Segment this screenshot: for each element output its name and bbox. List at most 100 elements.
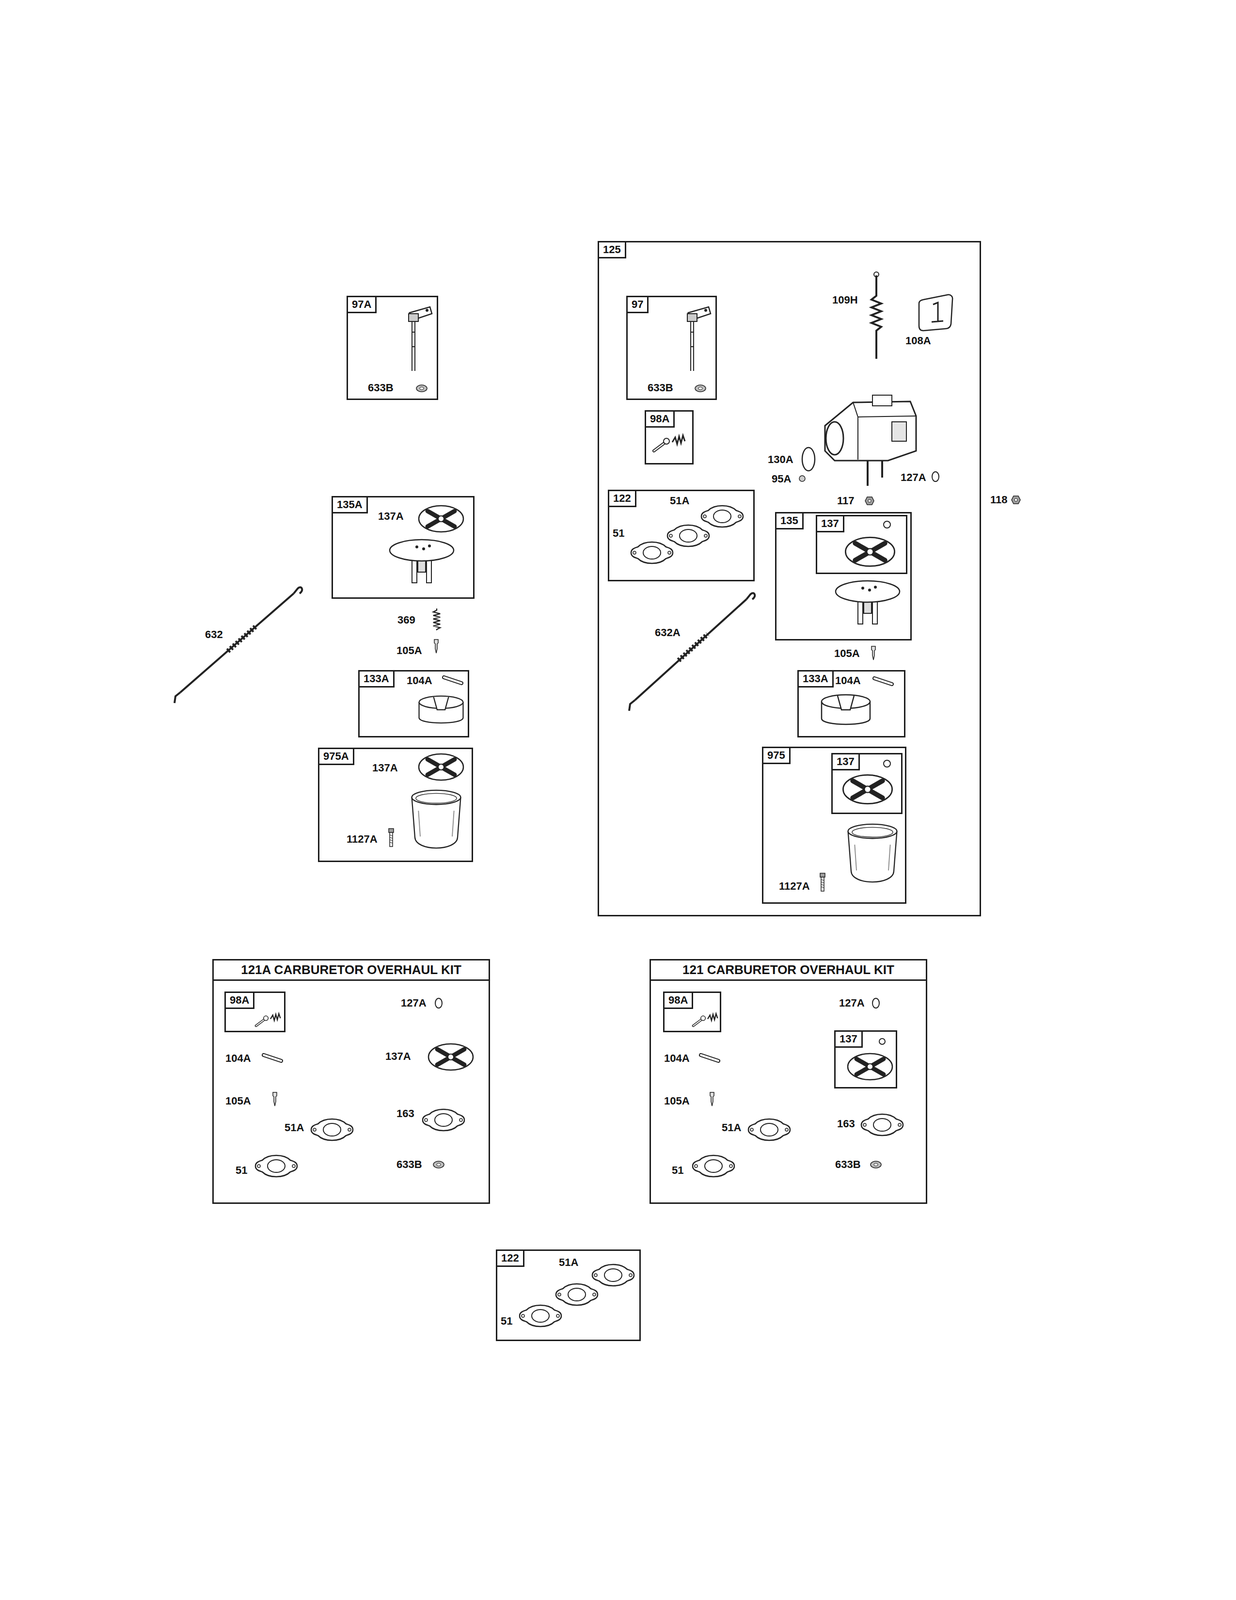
group-number: 97: [627, 297, 649, 314]
carburetor-stem: [867, 460, 883, 486]
part-group-box: 12251A51: [495, 1249, 641, 1341]
callout-number: 632A: [653, 626, 682, 639]
callout-number: 51: [670, 1163, 685, 1176]
part-group-box: 125109H108A130A95A127A117632A105A97633B9…: [597, 240, 982, 917]
o-ring: [435, 998, 443, 1008]
float: [821, 694, 871, 725]
group-number: 133A: [359, 671, 395, 688]
screw: [388, 828, 394, 847]
part-group-box: 97633B: [626, 295, 717, 400]
callout-number: 105A: [663, 1094, 691, 1107]
callout-number: 108A: [904, 334, 933, 347]
screw: [820, 872, 825, 891]
screw-spring: [255, 1013, 281, 1026]
callout-number: 104A: [834, 674, 862, 687]
callout-number: 127A: [399, 996, 428, 1009]
kit-title: 121 CARBURETOR OVERHAUL KIT: [650, 960, 926, 981]
diaphragm: [418, 753, 464, 780]
carburetor-boss: [872, 395, 892, 406]
hinge-pin: [263, 1054, 282, 1061]
throttle-shaft: [408, 306, 432, 371]
gasket-plate: [919, 294, 953, 331]
part-group-box: 135 137: [775, 511, 912, 641]
fuel-pump-plate: [835, 580, 900, 624]
group-number: 137: [835, 1031, 863, 1048]
kit-box: 121 CARBURETOR OVERHAUL KIT 127A 104A 105A 1…: [649, 958, 928, 1204]
diaphragm: [842, 774, 892, 804]
callout-number: 109H: [831, 293, 859, 306]
group-number: 975A: [319, 748, 355, 765]
gasket: [748, 1118, 791, 1141]
needle: [272, 1092, 277, 1106]
washer: [695, 384, 706, 392]
float: [419, 696, 464, 723]
part-group-box: 98A: [663, 991, 722, 1032]
group-number: 975: [763, 747, 791, 764]
group-number: 122: [497, 1250, 525, 1267]
callout-number: 104A: [663, 1051, 691, 1064]
fuel-tank-cup: [412, 790, 461, 848]
diaphragm: [845, 537, 895, 566]
throttle-shaft: [687, 306, 711, 371]
screw-spring: [653, 435, 685, 451]
gasket: [592, 1264, 634, 1286]
gasket: [422, 1109, 465, 1131]
gasket: [519, 1304, 562, 1327]
throttle-plate: [802, 447, 815, 471]
part-group-box: 137: [815, 514, 908, 574]
group-number: 98A: [664, 992, 694, 1009]
callout-number: 105A: [395, 644, 424, 657]
callout-number: 633B: [395, 1157, 424, 1171]
diaphragm: [847, 1053, 893, 1080]
part-group-box: 137: [831, 752, 903, 814]
hinge-pin: [874, 678, 892, 684]
nut: [1011, 495, 1021, 504]
callout-number: 51: [499, 1314, 514, 1327]
group-number: 125: [599, 242, 627, 259]
rod-spring: [678, 633, 708, 661]
callout-number: 51A: [720, 1121, 743, 1134]
callout-number: 130A: [766, 453, 795, 466]
callout-number: 104A: [224, 1051, 253, 1064]
governor-spring: [871, 275, 882, 359]
part-group-box: 9751127A137: [761, 746, 907, 904]
nut: [865, 496, 874, 505]
callout-number: 163: [836, 1117, 856, 1130]
group-number: 137: [832, 754, 860, 771]
callout-number: 51: [611, 526, 626, 539]
o-ring: [883, 521, 891, 528]
part-group-box: 12251A51: [607, 489, 755, 582]
needle: [871, 646, 876, 660]
carburetor-edge: [853, 402, 917, 460]
part-group-box: 975A137A1127A: [317, 747, 474, 862]
spring-hook: [873, 271, 879, 277]
callout-number: 632: [204, 628, 224, 641]
group-number: 98A: [646, 411, 675, 428]
gasket: [861, 1113, 904, 1136]
fuel-pump-plate: [389, 539, 454, 583]
callout-number: 51A: [668, 494, 691, 507]
gasket: [631, 541, 673, 564]
hinge-pin: [700, 1054, 719, 1061]
diaphragm: [418, 505, 464, 532]
callout-number: 105A: [224, 1094, 253, 1107]
part-group-box: 97A633B: [346, 295, 439, 400]
callout-number: 51: [234, 1163, 249, 1176]
group-number: 97A: [348, 297, 377, 314]
gasket: [555, 1283, 598, 1305]
callout-number: 633B: [834, 1157, 862, 1171]
callout-number: 163: [395, 1107, 416, 1120]
callout-number: 117: [836, 494, 856, 507]
diaphragm: [428, 1043, 474, 1070]
screw-spring: [693, 1013, 718, 1026]
callout-number: 127A: [838, 996, 866, 1009]
gasket: [692, 1155, 735, 1177]
callout-number: 51A: [283, 1121, 305, 1134]
part-group-box: 98A: [224, 991, 286, 1032]
callout-number: 137A: [384, 1049, 412, 1062]
callout-number: 137A: [377, 509, 405, 523]
group-number: 135: [776, 513, 804, 530]
gasket: [311, 1118, 353, 1141]
spring: [433, 608, 441, 631]
